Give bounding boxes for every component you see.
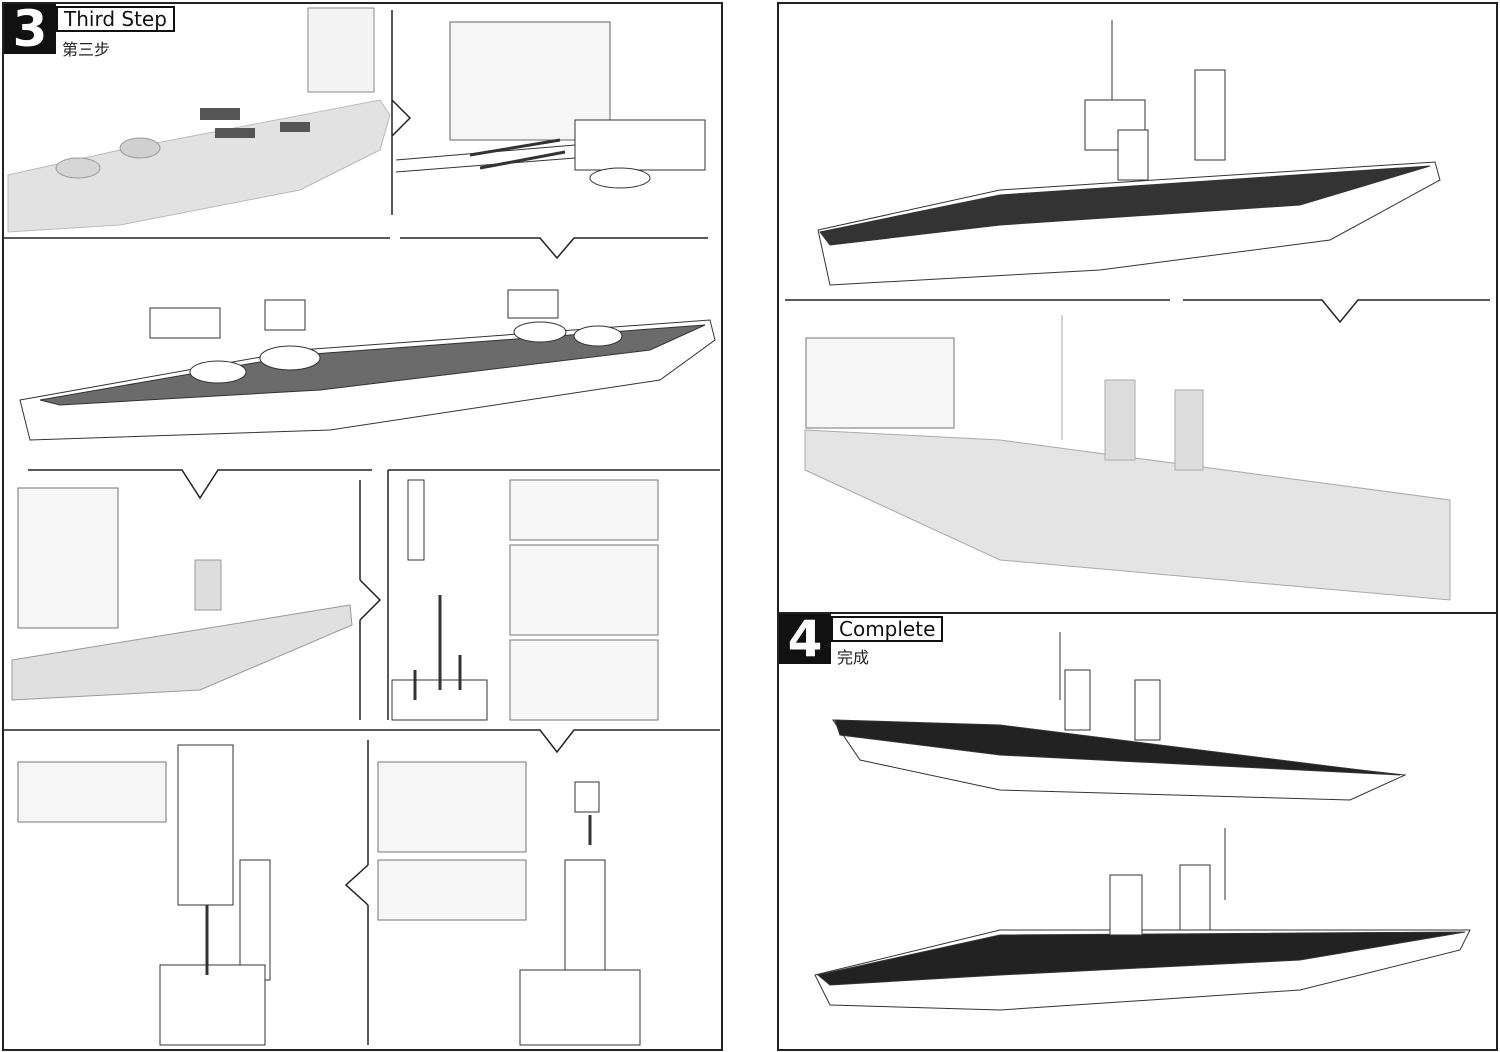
sprue-sheet <box>17 761 167 823</box>
sprue-sheet <box>805 337 955 429</box>
ship-render-right <box>804 315 1451 601</box>
sprue-sheet <box>509 544 659 636</box>
panel-dividers <box>3 10 720 1045</box>
sprue-sheet <box>17 487 119 629</box>
ship-render-c <box>11 559 353 701</box>
step-title: Third Step <box>56 6 175 32</box>
ship-complete-2 <box>814 828 1471 1011</box>
step-subtitle: 完成 <box>837 648 870 667</box>
sprue-sheet <box>509 639 659 721</box>
sprue-sheet <box>509 479 659 541</box>
sprue-sheet <box>377 859 527 921</box>
step-title: Complete <box>831 616 944 642</box>
bridge-assembly-diagram <box>391 479 488 721</box>
ship-hull-render-a <box>7 99 391 233</box>
step-number-badge: 3 <box>4 4 56 54</box>
panel-divider <box>779 612 1496 614</box>
funnel-assembly-diagram <box>159 744 271 1046</box>
ship-line-drawing-top <box>817 20 1441 286</box>
step-number-badge: 4 <box>779 614 831 664</box>
ship-complete-1 <box>832 632 1407 801</box>
step-subtitle: 第三步 <box>62 40 111 59</box>
mast-assembly-diagram <box>519 781 641 1046</box>
ship-line-drawing-b <box>19 289 716 441</box>
turret-diagram <box>395 119 706 189</box>
sprue-sheet <box>377 761 527 853</box>
sprue-sheet <box>307 7 375 93</box>
